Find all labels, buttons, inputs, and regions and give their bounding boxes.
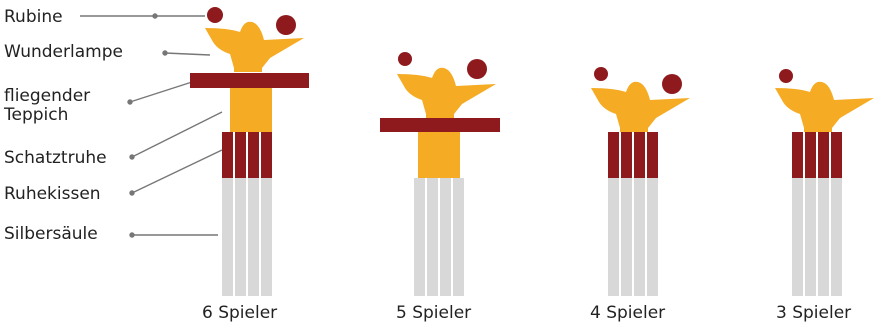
rest-pillow <box>222 132 272 178</box>
tower-3-spieler <box>775 69 874 296</box>
leader-dot-rubine <box>153 14 157 18</box>
ruby-large <box>662 74 682 94</box>
rest-pillow <box>608 132 658 178</box>
leader-dot-schatztruhe <box>130 155 134 159</box>
treasure-chest <box>230 85 272 132</box>
leader-schatztruhe <box>132 112 222 157</box>
flying-carpet <box>380 118 500 132</box>
leader-dot-silbersaeule <box>130 233 134 237</box>
ruby-small <box>779 69 793 83</box>
silver-pillar <box>222 178 272 296</box>
magic-lamp <box>775 82 874 132</box>
flying-carpet <box>190 73 309 88</box>
leader-lines <box>80 14 222 237</box>
leader-wunderlampe <box>165 53 210 55</box>
leader-dot-wunderlampe <box>163 51 167 55</box>
silver-pillar <box>414 178 464 296</box>
silver-pillar <box>608 178 658 296</box>
tower-5-spieler <box>380 52 500 296</box>
leader-teppich <box>130 82 192 102</box>
ruby-small <box>594 67 608 81</box>
ruby-small <box>207 7 223 23</box>
treasure-chest <box>418 130 460 178</box>
leader-dot-ruhekissen <box>130 191 134 195</box>
tower-4-spieler <box>591 67 690 296</box>
ruby-large <box>467 59 487 79</box>
caption-4-spieler: 4 Spieler <box>590 303 665 323</box>
rest-pillow <box>792 132 842 178</box>
caption-3-spieler: 3 Spieler <box>776 303 851 323</box>
caption-6-spieler: 6 Spieler <box>202 303 277 323</box>
leader-ruhekissen <box>132 150 222 193</box>
tower-6-spieler <box>190 7 309 296</box>
ruby-large <box>276 15 296 35</box>
leader-dot-teppich <box>128 100 132 104</box>
ruby-small <box>398 52 412 66</box>
silver-pillar <box>792 178 842 296</box>
caption-5-spieler: 5 Spieler <box>396 303 471 323</box>
